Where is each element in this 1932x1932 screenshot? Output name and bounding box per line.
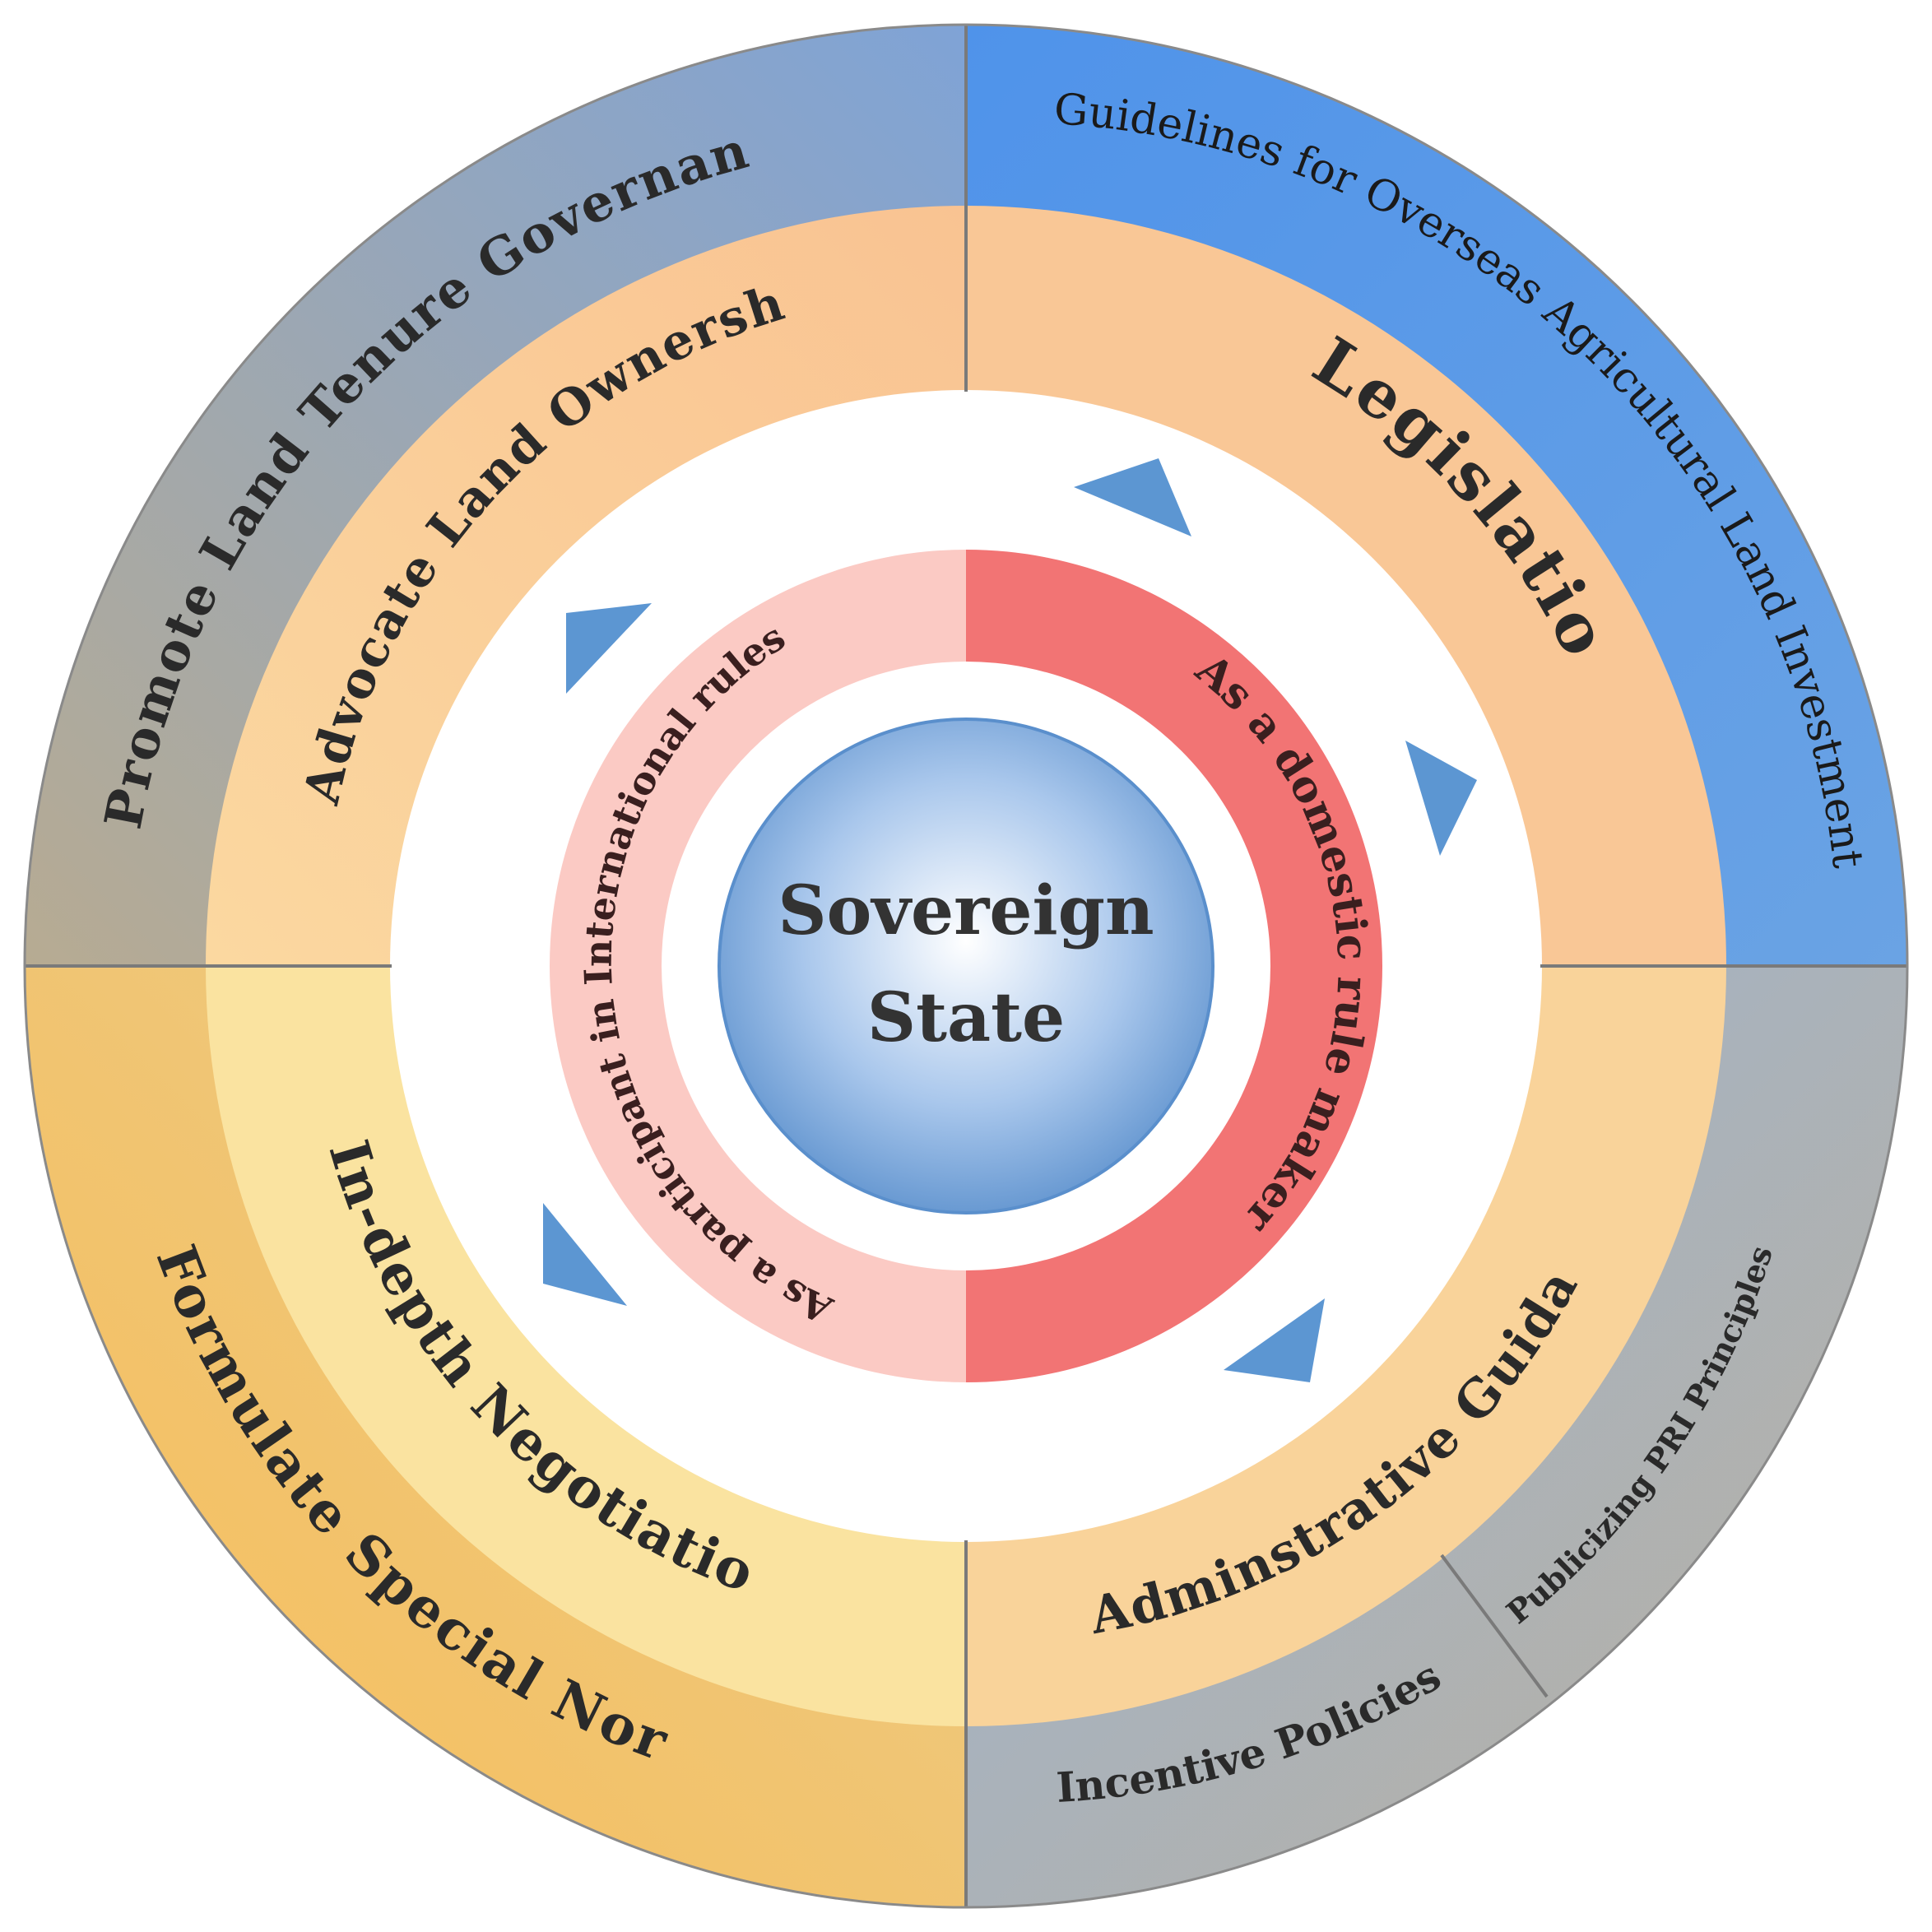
center-sphere: [718, 718, 1214, 1214]
arrow-top-right: [1074, 458, 1191, 536]
arrow-top-left: [566, 603, 652, 694]
divider-bottom-right: [1440, 1553, 1549, 1698]
arrow-right-upper: [1405, 741, 1477, 856]
arrow-bottom-right: [1224, 1298, 1325, 1382]
center-title-line1: Sovereign: [778, 871, 1154, 950]
outer-border: [23, 23, 1909, 1909]
arrow-bottom-left: [543, 1203, 627, 1306]
center-title-line2: State: [867, 978, 1065, 1057]
